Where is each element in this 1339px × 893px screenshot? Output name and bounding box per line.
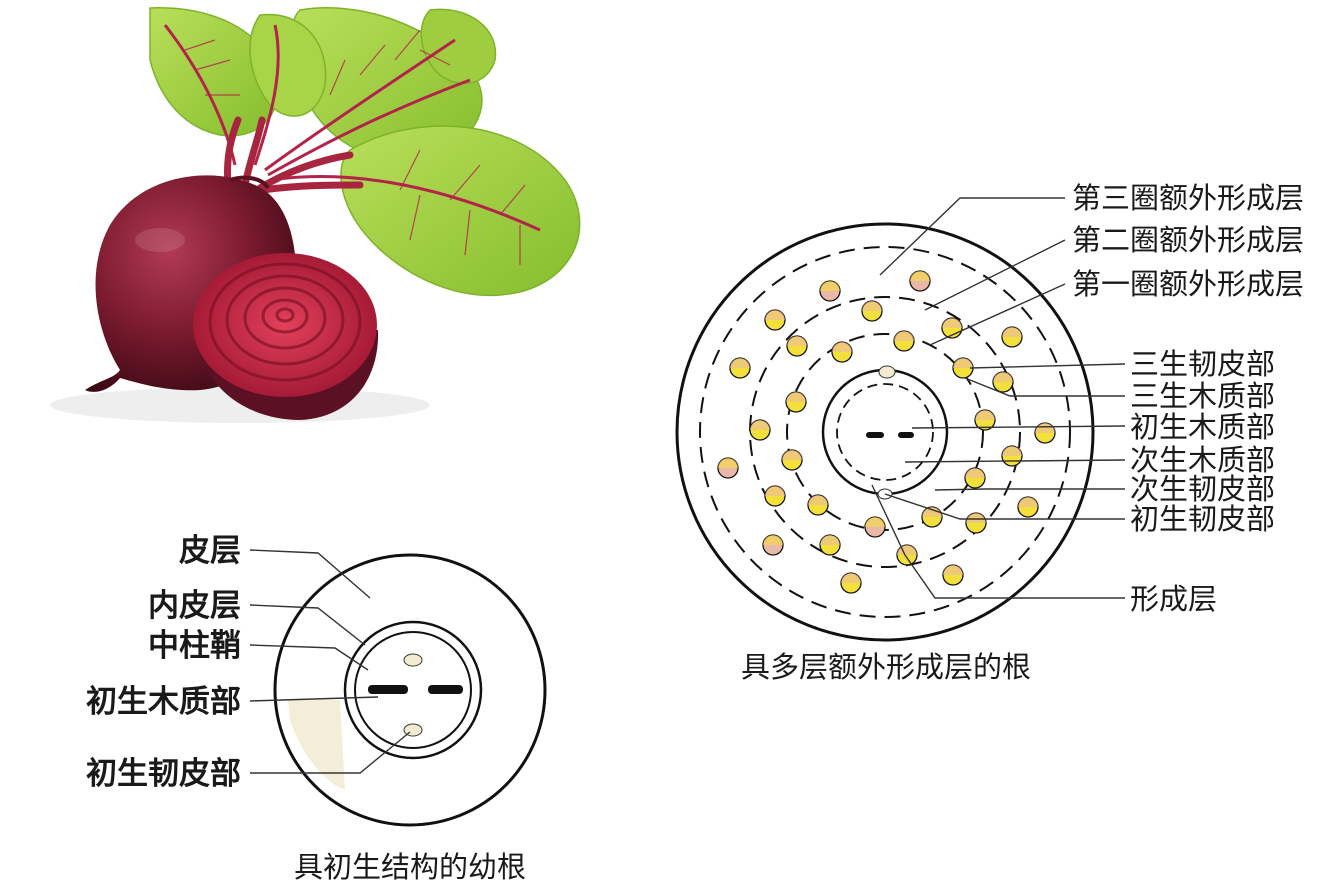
vascular-dot [943,565,963,585]
label-cortex: 皮层 [179,533,241,569]
label-endodermis: 内皮层 [148,588,241,624]
caption-young-root: 具初生结构的幼根 [294,850,526,884]
vascular-dot [787,336,807,356]
vascular-dot [832,342,852,362]
vascular-dot [993,372,1013,392]
label-primary-xylem-r: 初生木质部 [1130,410,1275,444]
center-xylem-left [866,432,884,438]
vascular-dot [894,331,914,351]
vascular-dot [1018,497,1038,517]
phloem-dot-top [404,654,422,666]
young-root-diagram: 皮层 内皮层 中柱鞘 初生木质部 初生韧皮部 具初生结构的幼根 [86,533,545,884]
xylem-mark-left [368,685,408,694]
vascular-dot [750,420,770,440]
vascular-dot [966,513,986,533]
label-ring3-cambium: 第三圈额外形成层 [1072,181,1304,215]
vascular-dot [1002,327,1022,347]
central-stele-outline [823,370,947,494]
vascular-dot [965,468,985,488]
vascular-dot [763,535,783,555]
vascular-dot [1002,446,1022,466]
label-pericycle: 中柱鞘 [148,628,241,664]
xylem-mark-right [428,685,463,694]
center-xylem-right [898,432,914,438]
label-ring1-cambium: 第一圈额外形成层 [1072,267,1304,301]
vascular-dot [910,271,930,291]
label-tertiary-phloem: 三生韧皮部 [1130,347,1275,381]
label-ring2-cambium: 第二圈额外形成层 [1072,223,1304,257]
vascular-dot [820,281,840,301]
vascular-dot [865,517,885,537]
label-cambium: 形成层 [1130,582,1217,616]
label-primary-phloem: 初生韧皮部 [86,756,241,792]
vascular-dot [782,450,802,470]
vascular-dot [765,486,785,506]
vascular-dot [862,301,882,321]
caption-multi-cambium-root: 具多层额外形成层的根 [741,650,1031,684]
label-primary-phloem-r: 初生韧皮部 [1130,502,1275,536]
vascular-dot [730,358,750,378]
vascular-dot [808,495,828,515]
vascular-dot [718,458,738,478]
vascular-dot [765,310,785,330]
vascular-dot [786,392,806,412]
label-secondary-phloem: 次生韧皮部 [1130,472,1275,506]
label-primary-xylem: 初生木质部 [86,684,241,720]
beetroot-photo [50,8,580,423]
vascular-dot [841,573,861,593]
multi-cambium-root-diagram: 第三圈额外形成层 第二圈额外形成层 第一圈额外形成层 三生韧皮部 三生木质部 初… [677,181,1304,684]
center-phloem-top [879,366,895,378]
vascular-dot [897,545,917,565]
vascular-dot [820,535,840,555]
label-tertiary-xylem: 三生木质部 [1130,379,1275,413]
